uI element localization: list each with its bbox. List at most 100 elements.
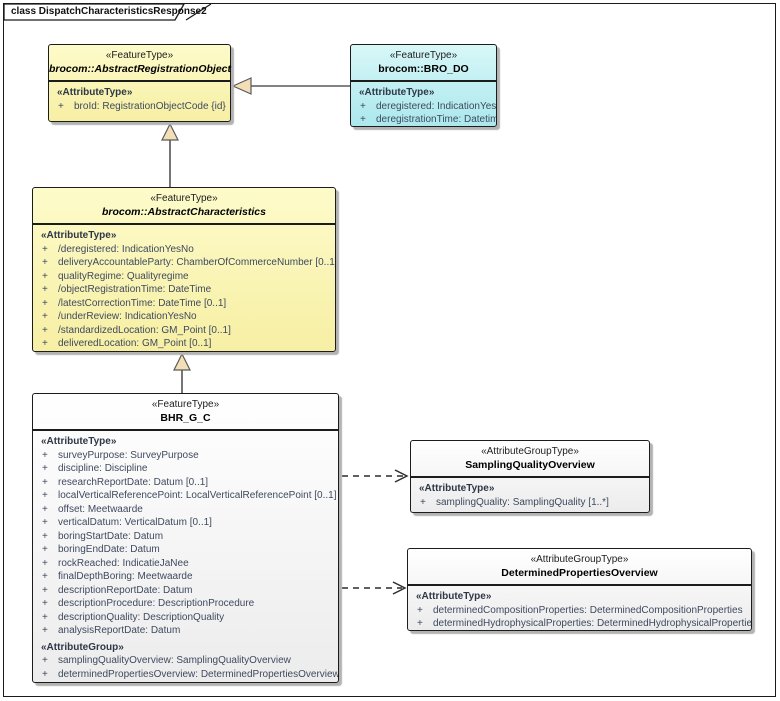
- generalization-brodo-to-aro[interactable]: [231, 77, 350, 95]
- attribute-text: rockReached: IndicatieJaNee: [58, 557, 189, 569]
- attribute-row: +broId: RegistrationObjectCode {id}: [57, 100, 226, 114]
- class-name: brocom::AbstractCharacteristics: [102, 206, 266, 218]
- attribute-text: researchReportDate: Datum [0..1]: [58, 476, 209, 488]
- visibility-marker: +: [42, 517, 48, 528]
- class-name: DeterminedPropertiesOverview: [501, 567, 658, 579]
- visibility-marker: +: [58, 100, 64, 112]
- attributes-compartment: «AttributeType» +/deregistered: Indicatio…: [33, 223, 335, 351]
- attribute-text: descriptionQuality: DescriptionQuality: [58, 611, 225, 623]
- class-bhr-g-c[interactable]: «FeatureType» BHR_G_C «AttributeType» +su…: [32, 393, 339, 683]
- attribute-text: deliveredLocation: GM_Point [0..1]: [58, 338, 212, 349]
- attribute-row: +qualityRegime: Qualityregime: [41, 270, 331, 284]
- attribute-row: + descriptionProcedure: DescriptionProced…: [41, 597, 334, 611]
- class-determined-properties-overview[interactable]: «AttributeGroupType» DeterminedPropertie…: [407, 548, 752, 631]
- class-stereotype: «AttributeGroupType»: [530, 554, 629, 565]
- attribute-row: + descriptionReportDate: Datum: [41, 584, 334, 598]
- attribute-row: + rockReached: IndicatieJaNee: [41, 557, 334, 571]
- attribute-text: determinedCompositionProperties: Determi…: [433, 604, 743, 616]
- compartment-stereotype: «AttributeGroup»: [41, 641, 124, 653]
- attributes-compartment: «AttributeType» +broId: RegistrationObjec…: [49, 80, 230, 121]
- visibility-marker: +: [42, 611, 48, 623]
- attribute-text: descriptionProcedure: DescriptionProcedu…: [58, 598, 255, 609]
- attribute-text: deregistered: IndicationYesNo: [376, 100, 496, 112]
- visibility-marker: +: [42, 598, 48, 609]
- generalization-bhr-to-achar[interactable]: [173, 352, 191, 393]
- class-stereotype: «AttributeGroupType»: [481, 446, 579, 457]
- attribute-row: +/deregistered: IndicationYesNo: [41, 243, 331, 257]
- attribute-text: /standardizedLocation: GM_Point [0..1]: [58, 324, 231, 336]
- attribute-text: samplingQuality: SamplingQuality [1..*]: [436, 496, 609, 508]
- attribute-text: samplingQualityOverview: SamplingQuality…: [58, 655, 291, 666]
- visibility-marker: +: [42, 243, 48, 255]
- attribute-row: + finalDepthBoring: Meetwaarde: [41, 570, 334, 584]
- visibility-marker: +: [42, 571, 48, 582]
- attribute-text: /latestCorrectionTime: DateTime [0..1]: [58, 297, 227, 309]
- attribute-row: +boringStartDate: Datum: [41, 530, 334, 544]
- visibility-marker: +: [360, 100, 366, 112]
- visibility-marker: +: [42, 338, 48, 349]
- compartment-stereotype: «AttributeType»: [41, 436, 117, 447]
- compartment-stereotype: «AttributeType»: [416, 591, 492, 602]
- visibility-marker: +: [42, 557, 48, 569]
- visibility-marker: +: [42, 476, 48, 488]
- visibility-marker: +: [42, 584, 48, 596]
- visibility-marker: +: [42, 503, 48, 515]
- dependency-bhr-to-dpo[interactable]: [342, 581, 407, 595]
- attribute-text: qualityRegime: Qualityregime: [58, 270, 189, 282]
- attributes-compartment: «AttributeType» + determinedCompositionPro…: [408, 584, 751, 630]
- visibility-marker: +: [42, 257, 48, 268]
- class-header: «FeatureType» BHR_G_C: [33, 394, 338, 429]
- visibility-marker: +: [42, 655, 48, 666]
- attribute-row: + deliveredLocation: GM_Point [0..1]: [41, 337, 331, 351]
- dependency-bhr-to-sqo[interactable]: [342, 469, 409, 483]
- compartment-stereotype: «AttributeType»: [359, 87, 435, 98]
- class-header: «FeatureType» brocom::AbstractCharacteri…: [33, 188, 335, 223]
- attribute-row: + /objectRegistrationTime: DateTime: [41, 283, 331, 297]
- attributes-compartment: «AttributeType» +surveyPurpose: SurveyPur…: [33, 429, 338, 682]
- visibility-marker: +: [42, 530, 48, 542]
- visibility-marker: +: [360, 114, 366, 125]
- attribute-text: /underReview: IndicationYesNo: [58, 311, 197, 322]
- attribute-text: verticalDatum: VerticalDatum [0..1]: [58, 517, 212, 528]
- class-name: brocom::AbstractRegistrationObject: [49, 63, 232, 75]
- attributes-compartment: «AttributeType» + deregistered: Indication…: [351, 80, 496, 126]
- generalization-achar-to-aro[interactable]: [161, 122, 179, 187]
- class-header: «AttributeGroupType» SamplingQualityOver…: [411, 441, 649, 476]
- attribute-text: descriptionReportDate: Datum: [58, 584, 193, 596]
- class-abstract-characteristics[interactable]: «FeatureType» brocom::AbstractCharacteri…: [32, 187, 336, 352]
- attribute-row: + deregistrationTime: Datetime: [359, 113, 496, 126]
- visibility-marker: +: [42, 490, 48, 501]
- class-abstract-registration-object[interactable]: «FeatureType» brocom::AbstractRegistrati…: [48, 44, 231, 122]
- attribute-text: finalDepthBoring: Meetwaarde: [58, 571, 193, 582]
- visibility-marker: +: [417, 618, 423, 629]
- attribute-text: discipline: Discipline: [58, 463, 148, 474]
- attribute-row: +surveyPurpose: SurveyPurpose: [41, 449, 334, 463]
- attribute-text: boringEndDate: Datum: [58, 544, 160, 555]
- attribute-text: /objectRegistrationTime: DateTime: [58, 284, 212, 295]
- attribute-row: +/underReview: IndicationYesNo: [41, 310, 331, 324]
- attribute-row: +offset: Meetwaarde: [41, 503, 334, 517]
- compartment-stereotype: «AttributeType»: [57, 87, 133, 98]
- class-bro-do[interactable]: «FeatureType» brocom::BRO_DO «AttributeT…: [350, 44, 497, 127]
- attribute-text: deliveryAccountableParty: ChamberOfComme…: [58, 257, 335, 268]
- compartment-stereotype: «AttributeType»: [41, 230, 117, 241]
- visibility-marker: +: [42, 449, 48, 461]
- attribute-text: deregistrationTime: Datetime: [376, 114, 496, 125]
- visibility-marker: +: [42, 625, 48, 636]
- class-sampling-quality-overview[interactable]: «AttributeGroupType» SamplingQualityOver…: [410, 440, 650, 513]
- attribute-row: +analysisReportDate: Datum: [41, 624, 334, 638]
- class-header: «FeatureType» brocom::AbstractRegistrati…: [49, 45, 232, 80]
- attribute-text: localVerticalReferencePoint: LocalVertic…: [58, 490, 337, 501]
- visibility-marker: +: [42, 297, 48, 309]
- attribute-row: + deregistered: IndicationYesNo: [359, 100, 496, 114]
- class-name: BHR_G_C: [160, 412, 211, 424]
- visibility-marker: +: [42, 324, 48, 336]
- class-stereotype: «FeatureType»: [105, 50, 174, 61]
- attribute-row: + deliveryAccountableParty: ChamberOfComm…: [41, 256, 335, 270]
- attribute-row: + localVerticalReferencePoint: LocalVerti…: [41, 489, 337, 503]
- visibility-marker: +: [42, 284, 48, 295]
- class-header: «FeatureType» brocom::BRO_DO: [351, 45, 496, 80]
- diagram-tab: [3, 3, 212, 21]
- attribute-row: + discipline: Discipline: [41, 462, 334, 476]
- visibility-marker: +: [42, 463, 48, 474]
